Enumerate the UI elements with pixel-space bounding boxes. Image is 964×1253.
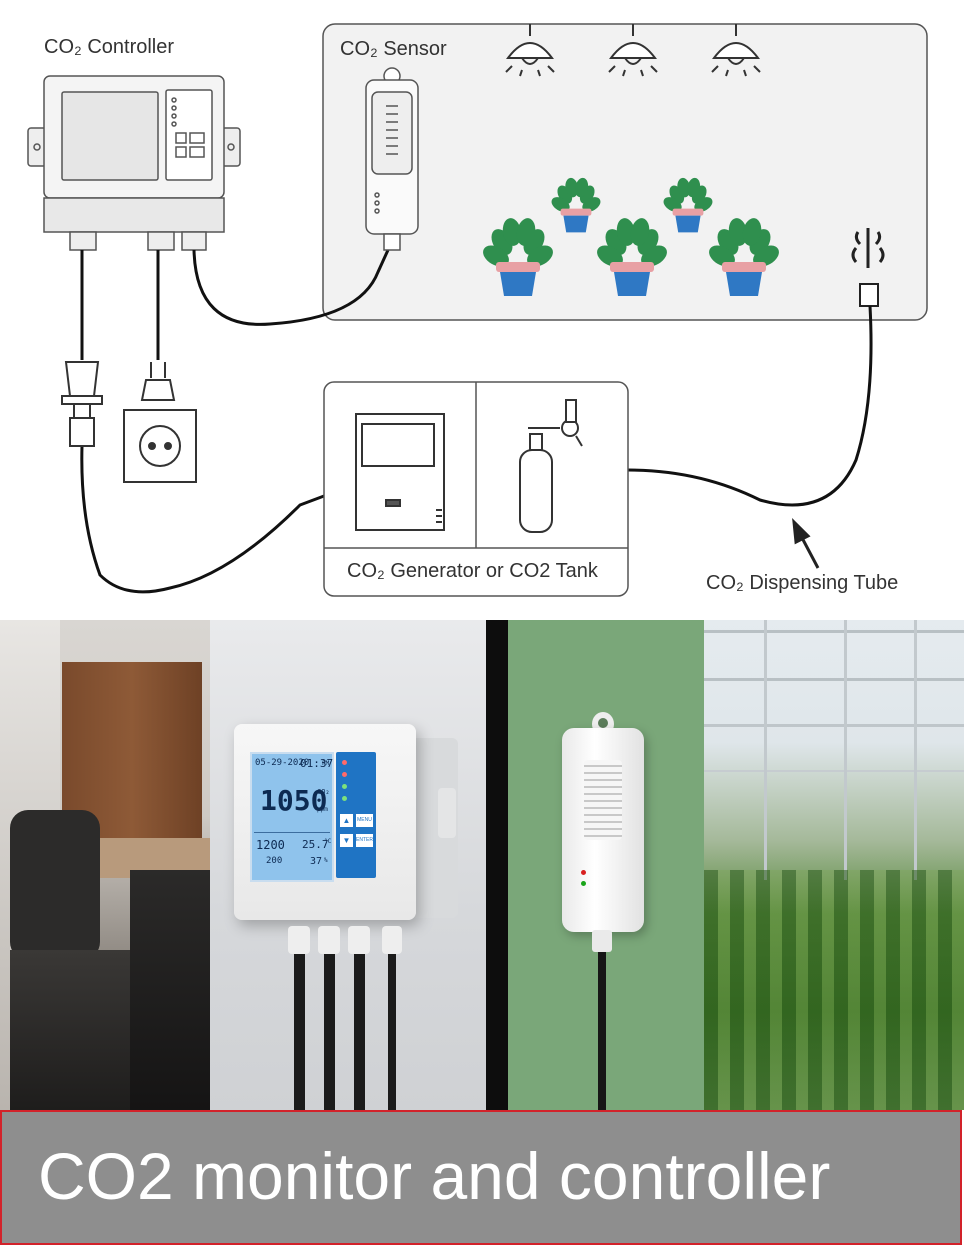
banner-title: CO2 monitor and controller	[38, 1139, 831, 1213]
lamp-icon	[608, 24, 658, 77]
divider	[486, 620, 508, 1110]
enter-button[interactable]: ENTER	[356, 834, 373, 847]
greenhouse-photo	[704, 620, 964, 1110]
plant-icon	[551, 177, 601, 233]
lamp-icon	[711, 24, 761, 77]
gas-tank-icon	[519, 399, 583, 533]
lcd-ppm-unit: ppm	[317, 806, 328, 813]
lcd-time-suffix: PM	[322, 760, 330, 767]
up-button[interactable]: ▲	[340, 814, 353, 827]
lamp-icon	[505, 24, 555, 77]
lcd-co2-unit: CO₂	[317, 788, 330, 796]
plant-icon	[597, 218, 667, 296]
sensor-label: CO₂ Sensor	[340, 38, 447, 60]
dispenser-icon	[851, 228, 885, 307]
lcd-date: 05-29-2020	[255, 758, 310, 768]
co2-sensor-illustration	[365, 67, 419, 251]
plant-icon	[663, 177, 713, 233]
sensor-photo	[508, 620, 704, 1110]
socket-icon	[123, 409, 197, 483]
controller-label: CO₂ Controller	[44, 36, 175, 58]
co2-generator-icon	[355, 413, 445, 531]
lcd-time: 01:37	[300, 757, 334, 770]
lcd-humidity-unit: %	[324, 857, 328, 864]
co2-system-diagram	[27, 23, 928, 597]
cables	[80, 249, 873, 594]
arrow-icon	[792, 517, 820, 569]
plant-icon	[483, 218, 553, 296]
plug-icon	[140, 362, 176, 401]
tube-label: CO₂ Dispensing Tube	[706, 572, 899, 594]
plug-icon	[61, 361, 103, 447]
generator-label: CO₂ Generator or CO2 Tank	[347, 560, 598, 582]
menu-button[interactable]: MENU	[356, 814, 373, 827]
office-photo	[0, 620, 210, 1110]
lcd-co2-value: 1050	[260, 784, 328, 817]
title-banner: CO2 monitor and controller	[0, 1110, 962, 1245]
plant-icon	[709, 218, 779, 296]
controller-lcd: 05-29-2020 01:37 PM 1050 CO₂ ppm 1200 20…	[250, 752, 334, 882]
lcd-humidity: 37	[310, 856, 323, 867]
down-button[interactable]: ▼	[340, 834, 353, 847]
lcd-temperature: 25.7	[302, 838, 329, 851]
controller-button-panel: ▲ MENU ▼ ENTER	[336, 752, 376, 878]
product-photos: 05-29-2020 01:37 PM 1050 CO₂ ppm 1200 20…	[0, 620, 964, 1110]
lcd-setpoint-high: 1200	[256, 838, 285, 852]
lcd-temperature-unit: °C	[324, 838, 332, 845]
controller-photo: 05-29-2020 01:37 PM 1050 CO₂ ppm 1200 20…	[210, 620, 486, 1110]
grow-room-box	[322, 23, 928, 321]
co2-controller-illustration	[27, 75, 241, 251]
lcd-setpoint-low: 200	[266, 856, 283, 866]
